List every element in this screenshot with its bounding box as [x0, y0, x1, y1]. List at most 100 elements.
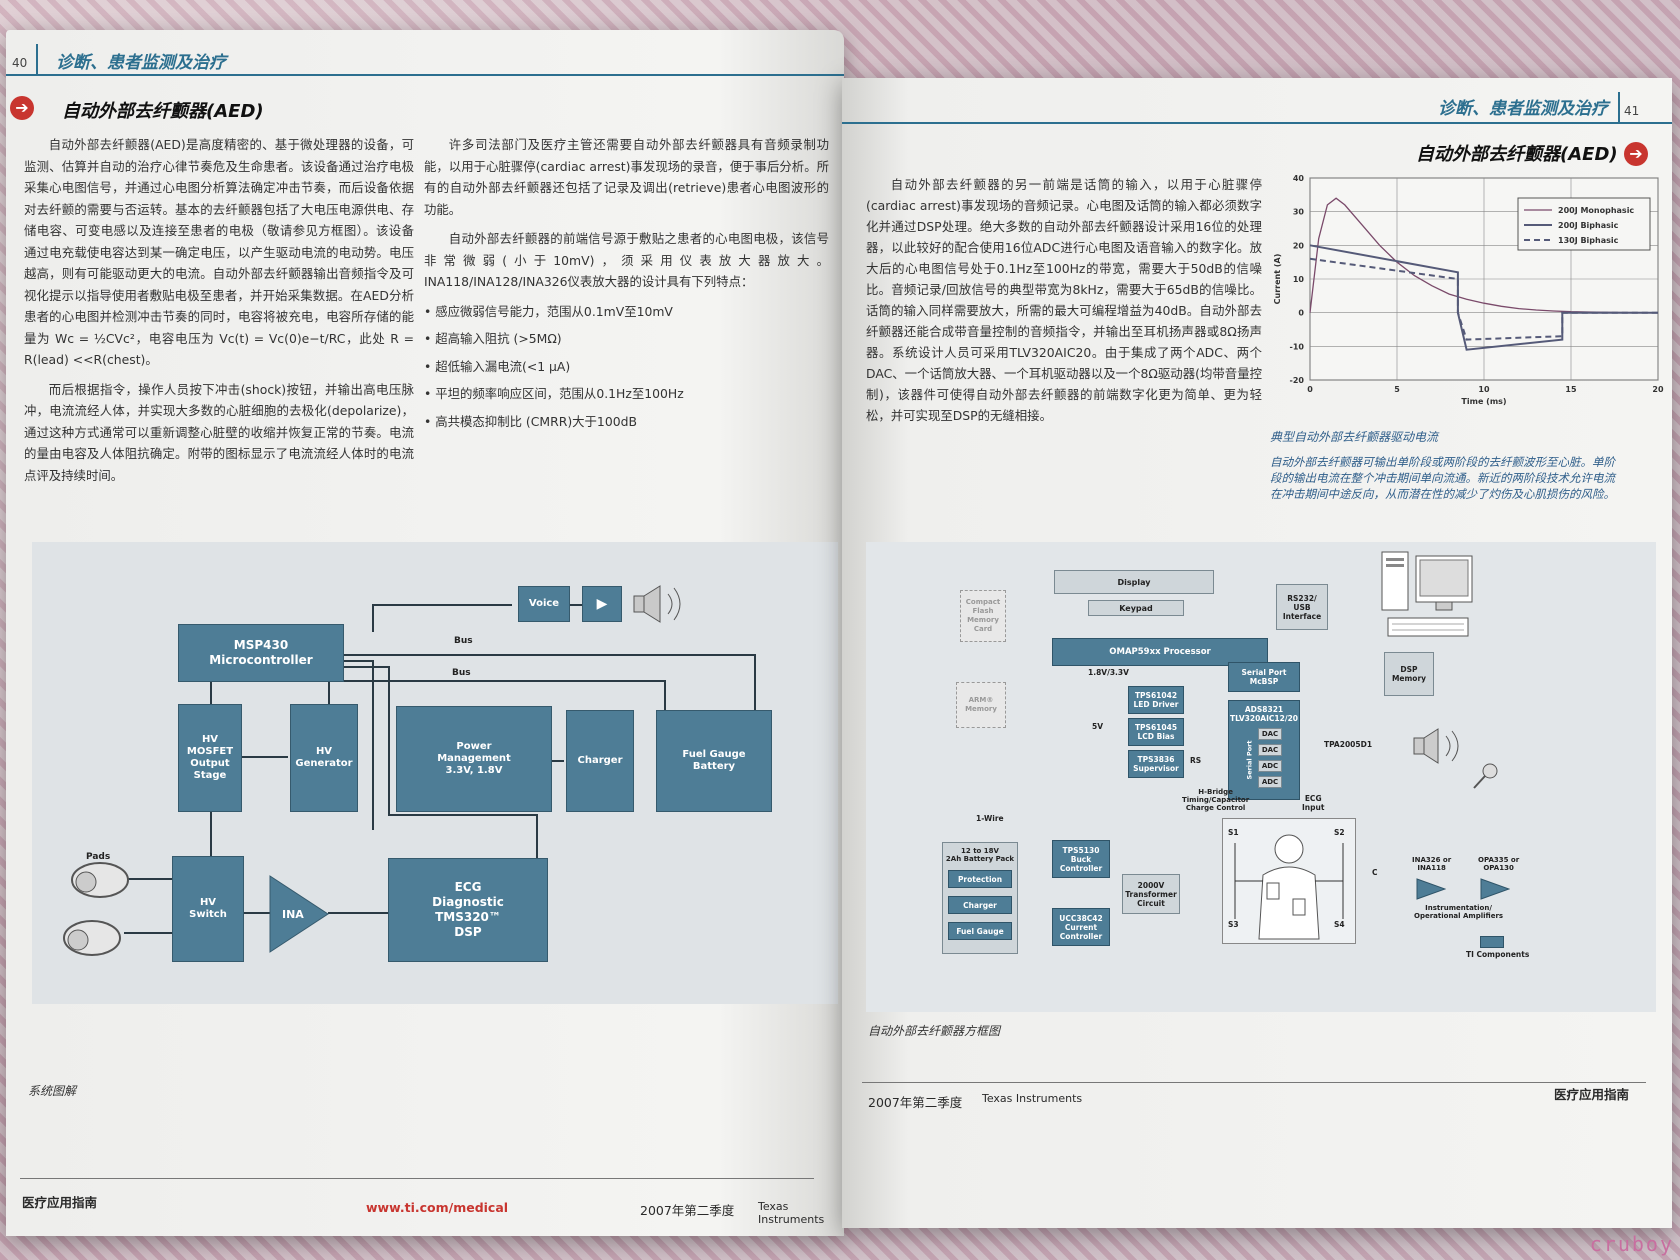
chart-legend-label: 200J Monophasic	[1558, 206, 1634, 215]
chart-legend-label: 130J Biphasic	[1558, 236, 1619, 245]
chart-caption: 典型自动外部去纤颤器驱动电流	[1270, 430, 1439, 444]
chart-x-tick-label: 5	[1394, 385, 1400, 394]
left-page: 40 诊断、患者监测及治疗 ➔ 自动外部去纤颤器(AED) 自动外部去纤颤器(A…	[6, 30, 844, 1236]
system-diagram: Voice ▶ MSP430 Microcontroller Bus Bus H…	[32, 542, 838, 1004]
right-page-number: 41	[1624, 104, 1640, 118]
chart-y-tick-label: 20	[1293, 241, 1305, 250]
arrow-left-icon: ➔	[1624, 142, 1648, 166]
paragraph: 自动外部去纤颤器(AED)是高度精密的、基于微处理器的设备，可监测、估算并自动的…	[24, 137, 414, 367]
arrow-right-icon: ➔	[10, 96, 34, 120]
chart-note: 自动外部去纤颤器可输出单阶段或两阶段的去纤颤波形至心脏。单阶段的输出电流在整个冲…	[1270, 455, 1615, 501]
list-item: 感应微弱信号能力，范围从0.1mV至10mV	[424, 301, 829, 323]
dac-block: DAC	[1258, 744, 1282, 756]
right-section-title: 自动外部去纤颤器(AED)	[1416, 144, 1618, 165]
right-footer-company: Texas Instruments	[982, 1092, 1083, 1105]
aed-block-diagram: Display Keypad Compact Flash Memory Card…	[866, 542, 1656, 1012]
adc-block: ADC	[1258, 776, 1282, 788]
one-wire-label: 1-Wire	[976, 814, 1004, 823]
ti-medical-link[interactable]: www.ti.com/medical	[366, 1200, 509, 1215]
list-item: 超低输入漏电流(<1 μA)	[424, 356, 829, 378]
chart-y-tick-label: 40	[1293, 174, 1305, 183]
switch-s3: S3	[1228, 920, 1239, 929]
voltage-label: 1.8V/3.3V	[1088, 668, 1129, 677]
chart-x-tick-label: 20	[1652, 385, 1664, 394]
hv-generator-block: HV Generator	[290, 704, 358, 812]
pad-icon	[70, 860, 130, 904]
fuel-gauge-block: Fuel Gauge Battery	[656, 710, 772, 812]
opa335-label: OPA335 or OPA130	[1478, 856, 1520, 872]
dsp-memory-block: DSP Memory	[1384, 652, 1434, 696]
dac-block: DAC	[1258, 728, 1282, 740]
display-block: Display	[1054, 570, 1214, 594]
left-section-title: 自动外部去纤颤器(AED)	[62, 101, 264, 122]
paragraph: 自动外部去纤颤器的前端信号源于敷贴之患者的心电图电极，该信号非常微弱(小于10m…	[424, 231, 829, 289]
chart-y-tick-label: 30	[1293, 208, 1305, 217]
footer-rule	[20, 1178, 814, 1179]
chart-x-tick-label: 15	[1565, 385, 1577, 394]
pad-icon	[62, 918, 122, 962]
bus-label: Bus	[454, 636, 473, 646]
amplifier-triangle	[1416, 878, 1447, 904]
paragraph: 而后根据指令，操作人员按下冲击(shock)按钮，并输出高电压脉冲，电流流经人体…	[24, 381, 414, 483]
h-bridge-label: H-Bridge Timing/Capacitor Charge Control	[1182, 788, 1250, 812]
left-header-title: 诊断、患者监测及治疗	[56, 53, 226, 73]
right-page: 诊断、患者监测及治疗 41 自动外部去纤颤器(AED) ➔ 自动外部去纤颤器的另…	[842, 78, 1672, 1228]
block-diagram-caption: 自动外部去纤颤器方框图	[868, 1024, 1001, 1038]
system-diagram-caption: 系统图解	[28, 1084, 77, 1098]
left-column-2: 许多司法部门及医疗主管还需要自动外部去纤颤器具有音频录制功能，以用于心脏骤停(c…	[424, 134, 829, 438]
voice-block: Voice	[518, 586, 570, 622]
chart-y-tick-label: 10	[1293, 275, 1305, 284]
left-page-number: 40	[12, 56, 28, 70]
right-header-title: 诊断、患者监测及治疗	[1438, 99, 1608, 119]
chart-y-axis-label: Current (A)	[1273, 254, 1282, 305]
chart-x-tick-label: 0	[1307, 385, 1313, 394]
patient-bridge	[1222, 818, 1356, 944]
switch-s1: S1	[1228, 828, 1239, 837]
ecg-input-label: ECG Input	[1302, 794, 1325, 812]
speaker-icon	[632, 582, 692, 630]
chart-x-tick-label: 10	[1478, 385, 1490, 394]
adc-block: ADC	[1258, 760, 1282, 772]
microphone-icon	[1470, 762, 1500, 796]
chart-x-axis-label: Time (ms)	[1461, 397, 1506, 406]
ina-triangle	[268, 874, 330, 958]
rs-label: RS	[1190, 756, 1202, 765]
watermark-text: cruboy	[1589, 1232, 1674, 1256]
voltage-label: 5V	[1092, 722, 1104, 731]
amplifier-triangle	[1480, 878, 1511, 904]
right-footer-date: 2007年第二季度	[868, 1095, 963, 1110]
keypad-block: Keypad	[1088, 600, 1184, 616]
left-footer-company: Texas Instruments	[758, 1200, 825, 1226]
charger-block: Charger	[566, 710, 634, 812]
ecg-dsp-block: ECG Diagnostic TMS320™ DSP	[388, 858, 548, 962]
ina326-label: INA326 or INA118	[1412, 856, 1452, 872]
ti-components-legend	[1480, 936, 1504, 948]
left-column-1: 自动外部去纤颤器(AED)是高度精密的、基于微处理器的设备，可监测、估算并自动的…	[24, 134, 414, 494]
paragraph: 自动外部去纤颤器的另一前端是话筒的输入，以用于心脏骤停(cardiac arre…	[866, 177, 1262, 423]
protection-block: Protection	[948, 870, 1012, 888]
tps3836-block: TPS3836 Supervisor	[1128, 750, 1184, 778]
omap-processor-block: OMAP59xx Processor	[1052, 638, 1268, 666]
left-header-bar	[6, 44, 844, 76]
serial-port-mcbsp-block: Serial Port McBSP	[1228, 662, 1300, 692]
serial-port-label: Serial Port	[1245, 740, 1254, 780]
left-footer-date: 2007年第二季度	[640, 1203, 735, 1218]
left-footer-title: 医疗应用指南	[22, 1195, 98, 1210]
right-column-1: 自动外部去纤颤器的另一前端是话筒的输入，以用于心脏骤停(cardiac arre…	[866, 174, 1262, 434]
arm-memory-block: ARM® Memory	[956, 682, 1006, 728]
chart-y-tick-label: 0	[1298, 309, 1304, 318]
chart-legend-label: 200J Biphasic	[1558, 221, 1619, 230]
footer-rule	[862, 1082, 1646, 1083]
chart-series-line	[1309, 257, 1658, 341]
hv-switch-block: HV Switch	[172, 856, 244, 962]
feature-list: 感应微弱信号能力，范围从0.1mV至10mV 超高输入阻抗 (>5MΩ) 超低输…	[424, 301, 829, 433]
amplifiers-label: Instrumentation/ Operational Amplifiers	[1414, 904, 1504, 920]
switch-s2: S2	[1334, 828, 1345, 837]
right-header-bar	[842, 92, 1672, 124]
battery-charger-block: Charger	[948, 896, 1012, 914]
speaker-icon	[1412, 726, 1472, 770]
tps61042-block: TPS61042 LED Driver	[1128, 686, 1184, 714]
chart-y-tick-label: -20	[1290, 376, 1305, 385]
